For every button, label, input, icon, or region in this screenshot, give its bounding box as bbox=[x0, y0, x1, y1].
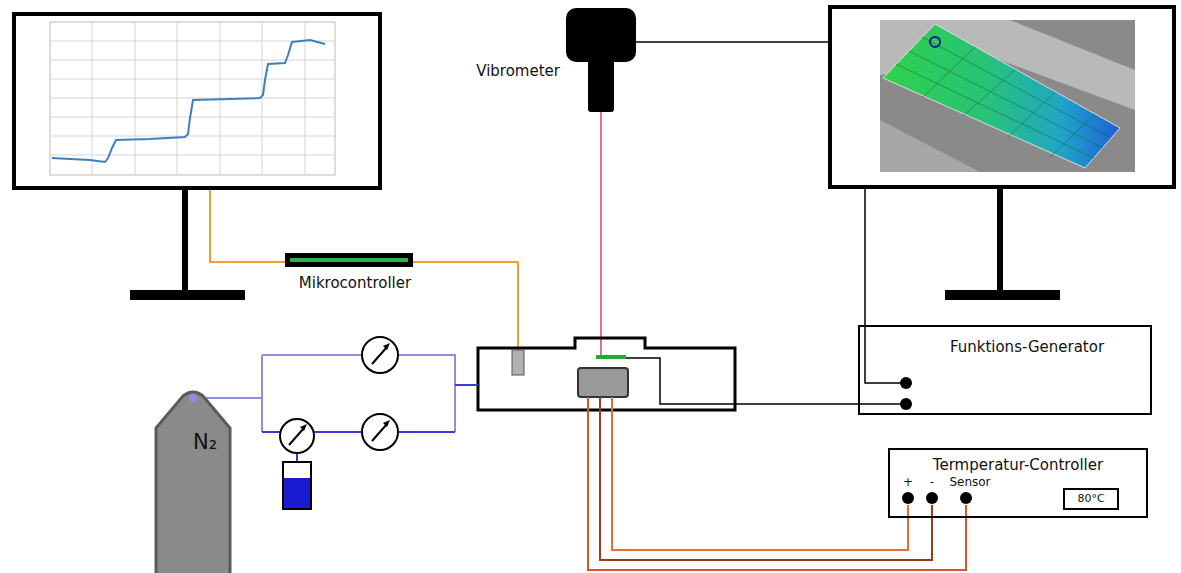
measuring-chamber bbox=[478, 338, 735, 410]
node-text: Termperatur-Controller bbox=[890, 456, 1146, 474]
node-text: 80°C bbox=[1065, 492, 1117, 505]
right-monitor bbox=[909, 51, 1103, 148]
right-monitor bbox=[830, 7, 1174, 187]
left-monitor bbox=[130, 290, 245, 300]
microcontroller-wire bbox=[413, 262, 518, 350]
left-monitor bbox=[50, 22, 335, 175]
right-monitor bbox=[930, 37, 940, 47]
heater-wire bbox=[588, 397, 966, 570]
bubbler-bottle bbox=[283, 462, 311, 509]
device-label: Mikrocontroller bbox=[285, 274, 425, 292]
nitrogen-cylinder: N₂ bbox=[152, 386, 258, 573]
terminal bbox=[902, 492, 914, 504]
gas-line bbox=[296, 453, 298, 462]
heater-wire bbox=[588, 397, 966, 570]
terminal bbox=[960, 492, 972, 504]
right-monitor bbox=[830, 7, 1174, 300]
right-monitor bbox=[922, 37, 1111, 138]
gas-line bbox=[398, 355, 455, 432]
right-monitor bbox=[997, 187, 1003, 290]
left-monitor bbox=[50, 22, 335, 175]
heater-wire bbox=[600, 397, 932, 560]
cylinder-valve bbox=[189, 394, 197, 402]
right-monitor bbox=[1050, 114, 1095, 157]
left-monitor bbox=[50, 155, 335, 156]
right-monitor bbox=[883, 24, 1120, 168]
pressure-gauge bbox=[280, 419, 314, 453]
vibrometer-head bbox=[600, 112, 602, 355]
pressure-gauge bbox=[362, 337, 398, 373]
cylinder-outline bbox=[156, 392, 230, 573]
right-monitor bbox=[945, 290, 1060, 300]
measuring-chamber bbox=[478, 338, 735, 410]
gas-line bbox=[398, 431, 455, 433]
pressure-gauge bbox=[372, 424, 387, 441]
terminal-label: Sensor bbox=[942, 475, 998, 489]
left-monitor bbox=[182, 188, 188, 290]
gas-line bbox=[262, 431, 280, 433]
right-monitor bbox=[963, 70, 1015, 116]
gas-line bbox=[197, 355, 478, 462]
terminal bbox=[900, 398, 912, 410]
terminal bbox=[926, 492, 938, 504]
left-monitor bbox=[50, 60, 335, 61]
pressure-gauge bbox=[300, 424, 307, 431]
signal-wire bbox=[865, 187, 900, 383]
gas-line bbox=[314, 431, 362, 433]
bubbler-bottle bbox=[283, 462, 311, 509]
gas-line bbox=[455, 384, 478, 386]
right-monitor bbox=[1008, 92, 1055, 137]
microcontroller-wire bbox=[290, 258, 408, 262]
vibrometer-head bbox=[566, 8, 832, 355]
measuring-chamber bbox=[596, 355, 626, 359]
vibrometer-head bbox=[588, 60, 614, 112]
measuring-chamber bbox=[578, 368, 628, 397]
gas-line bbox=[261, 355, 263, 432]
left-monitor bbox=[50, 98, 335, 99]
pressure-gauge bbox=[362, 414, 398, 450]
right-monitor bbox=[880, 120, 980, 172]
right-monitor bbox=[923, 47, 975, 97]
device-label: Vibrometer bbox=[470, 62, 560, 80]
pressure-gauge bbox=[383, 420, 390, 427]
left-monitor bbox=[50, 79, 335, 80]
left-monitor bbox=[50, 117, 335, 118]
left-monitor bbox=[14, 14, 380, 188]
node-text: N₂ bbox=[152, 430, 258, 455]
gas-line bbox=[262, 354, 362, 356]
left-monitor bbox=[50, 136, 335, 137]
right-monitor bbox=[880, 20, 1135, 172]
temperature-display: 80°C bbox=[1063, 488, 1119, 510]
microcontroller-wire bbox=[210, 190, 518, 350]
terminal-label: + bbox=[898, 475, 918, 489]
pressure-gauge bbox=[383, 343, 390, 350]
cylinder-outline bbox=[152, 386, 234, 573]
bubbler-bottle bbox=[283, 478, 311, 509]
temperature-controller-box: Termperatur-Controller 80°C bbox=[888, 448, 1148, 518]
terminal bbox=[900, 377, 912, 389]
vibrometer-head bbox=[566, 8, 636, 62]
left-monitor bbox=[52, 40, 325, 162]
node-text: Funktions-Generator bbox=[904, 338, 1150, 356]
measuring-chamber bbox=[512, 350, 524, 375]
terminal-label: - bbox=[922, 475, 942, 489]
pressure-gauge bbox=[289, 428, 304, 445]
heater-wire bbox=[612, 397, 908, 550]
vibrometer-head bbox=[636, 41, 832, 43]
right-monitor bbox=[896, 37, 1111, 158]
right-monitor bbox=[896, 64, 1094, 158]
function-generator-box: Funktions-Generator bbox=[858, 325, 1152, 415]
pressure-gauge bbox=[280, 337, 398, 453]
pressure-gauge bbox=[372, 347, 387, 364]
microcontroller-wire bbox=[285, 253, 413, 267]
microcontroller-wire bbox=[210, 190, 285, 262]
